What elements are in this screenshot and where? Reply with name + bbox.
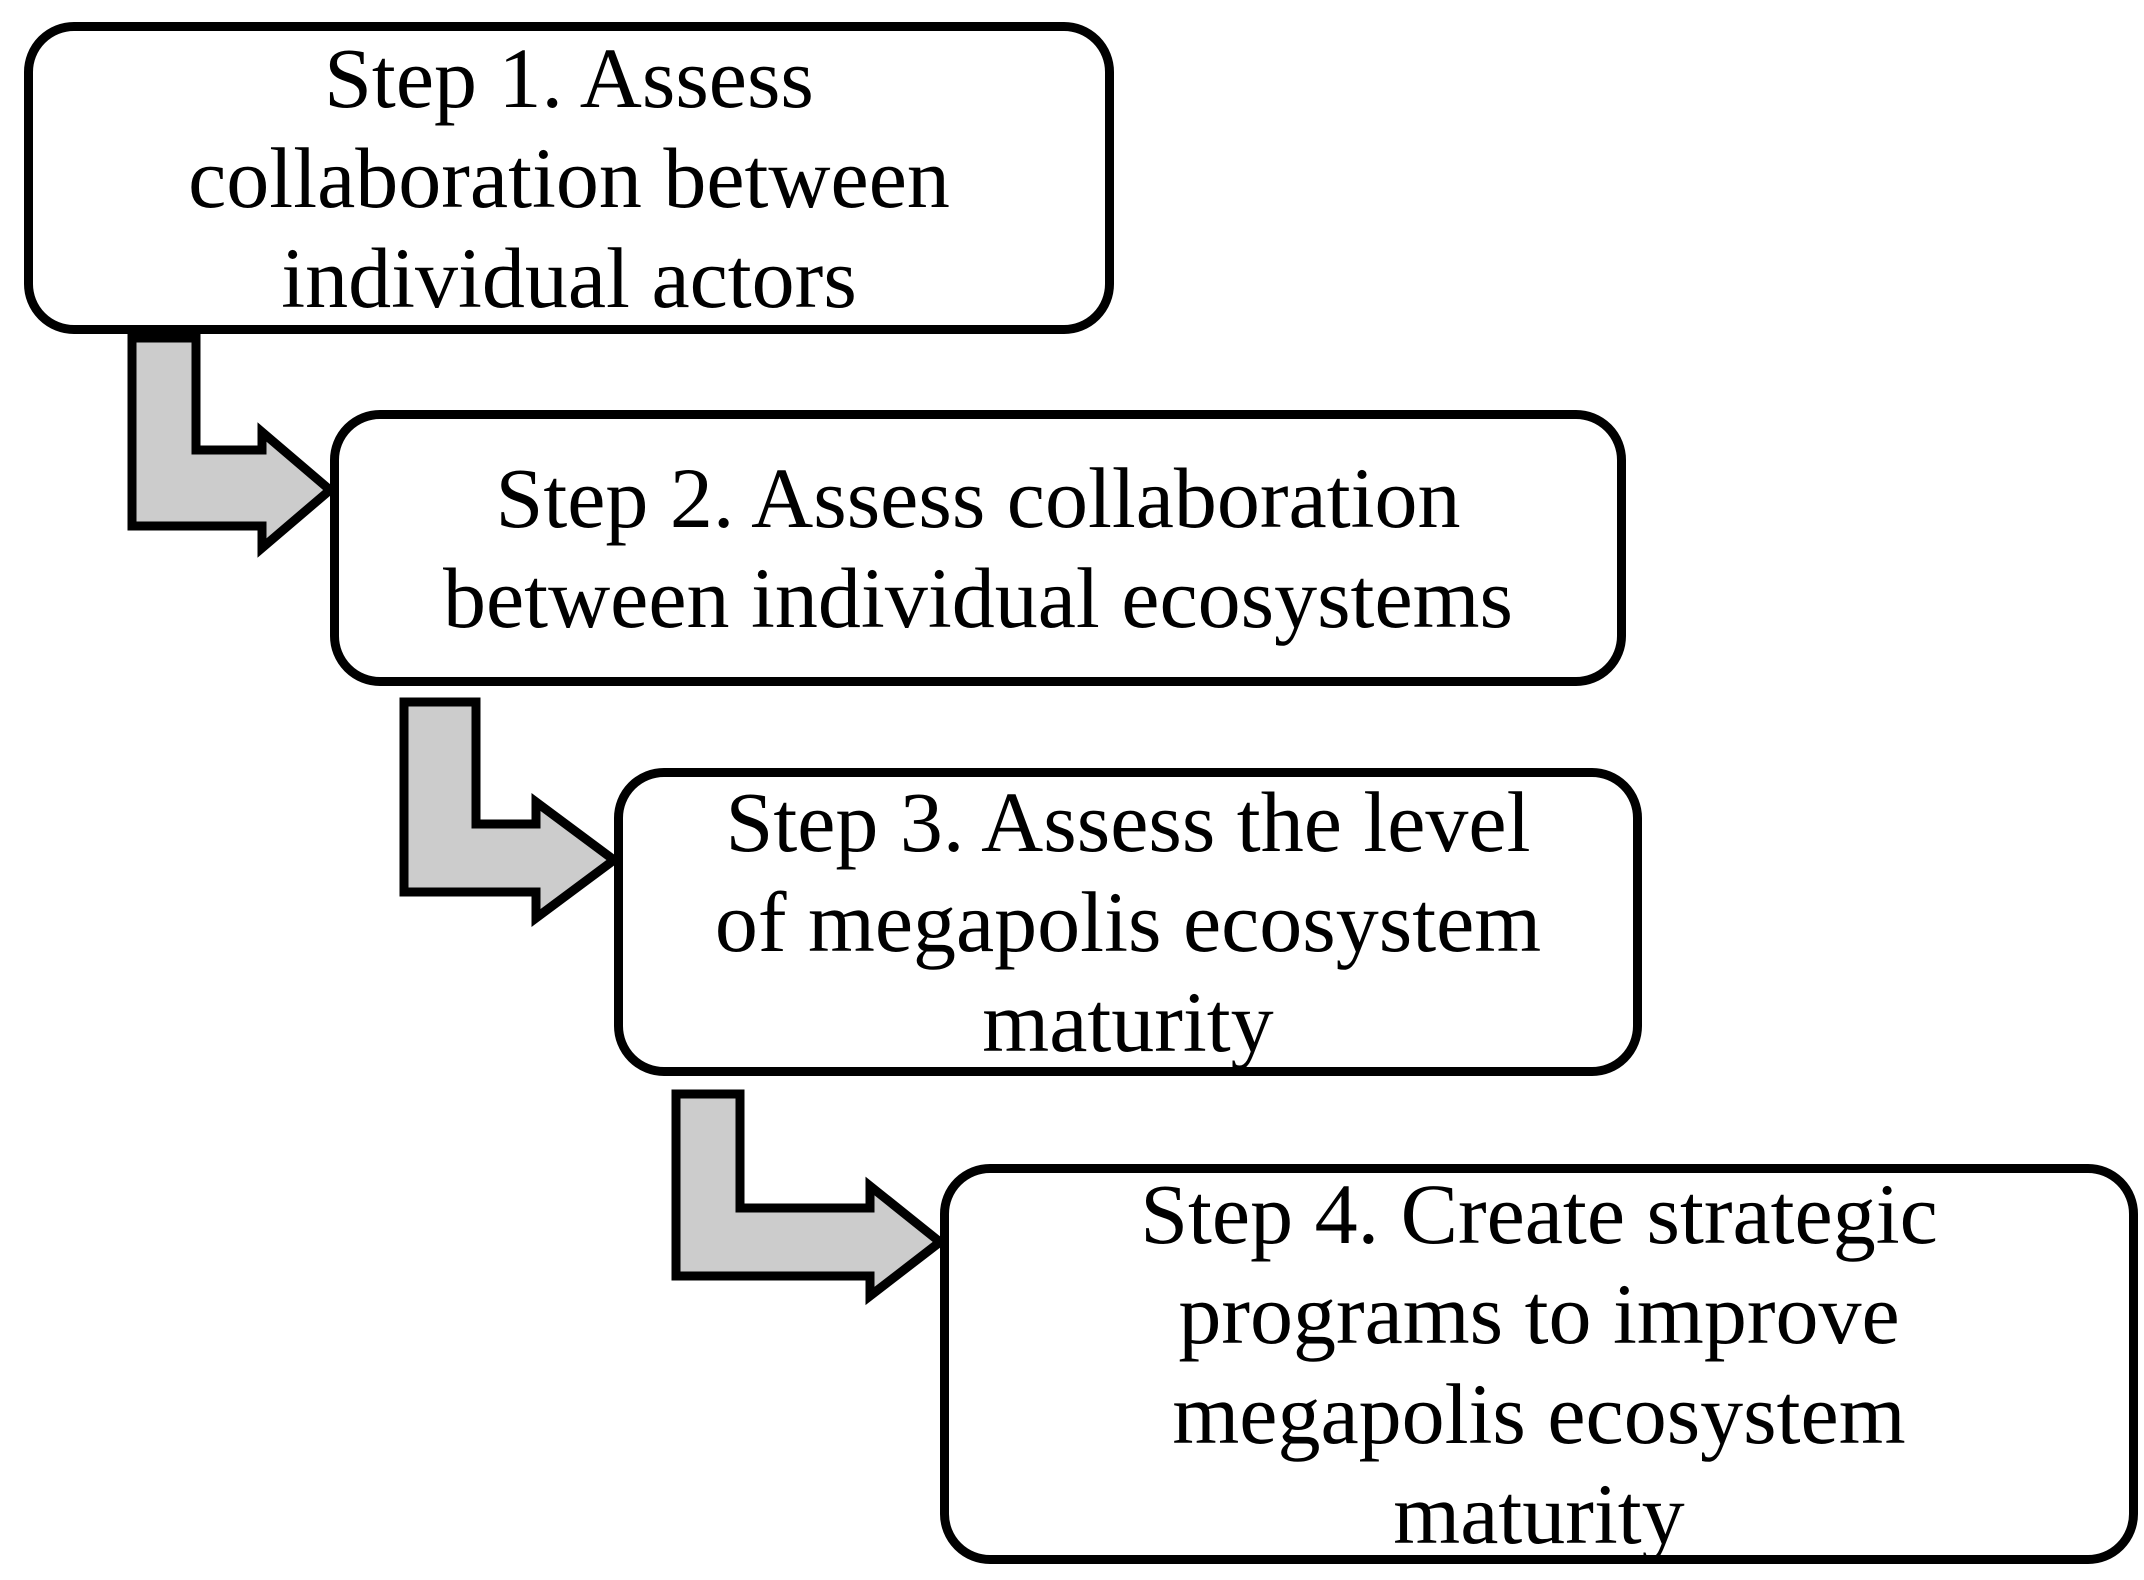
arrow-step3-to-step4 bbox=[671, 1089, 948, 1306]
arrow-step2-to-step3 bbox=[399, 697, 622, 927]
step-4-label: Step 4. Create strategic programs to imp… bbox=[1140, 1166, 1938, 1562]
step-4-box: Step 4. Create strategic programs to imp… bbox=[940, 1164, 2138, 1564]
arrow-step1-to-step2 bbox=[127, 333, 337, 558]
step-3-box: Step 3. Assess the level of megapolis ec… bbox=[614, 768, 1642, 1076]
step-2-box: Step 2. Assess collaboration between ind… bbox=[330, 410, 1626, 686]
step-1-box: Step 1. Assess collaboration between ind… bbox=[24, 22, 1114, 334]
step-3-label: Step 3. Assess the level of megapolis ec… bbox=[714, 774, 1542, 1070]
step-1-label: Step 1. Assess collaboration between ind… bbox=[188, 30, 950, 326]
step-2-label: Step 2. Assess collaboration between ind… bbox=[443, 450, 1513, 646]
